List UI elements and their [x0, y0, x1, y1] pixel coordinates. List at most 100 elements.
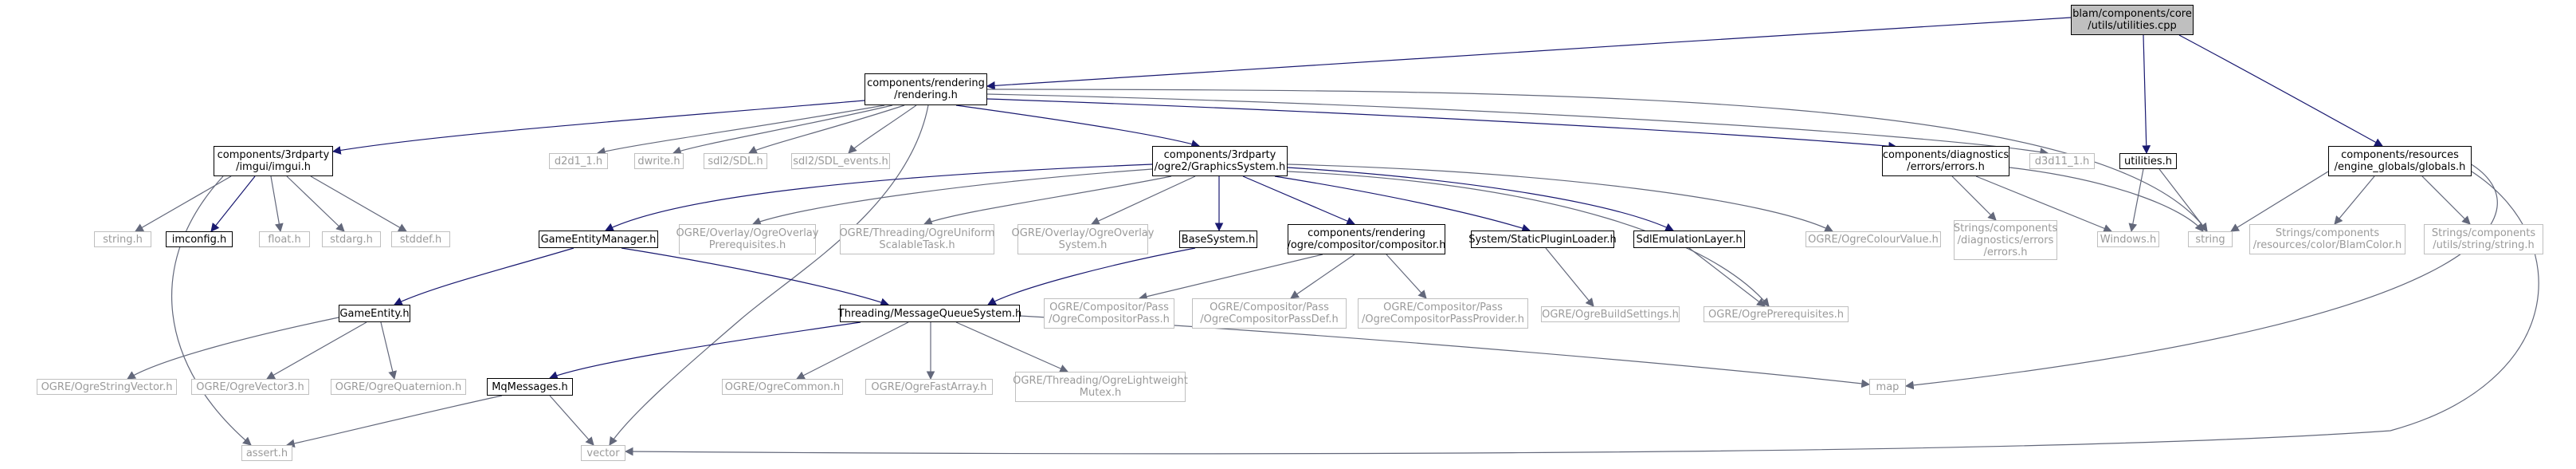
edge-imgui-to-string-h: [135, 175, 232, 232]
edge-graphics-to-overlay-system: [1091, 175, 1196, 225]
node-dwrite-h[interactable]: dwrite.h: [634, 153, 684, 169]
edge-graphics-to-ogre-prerequisites: [1287, 171, 1770, 307]
edge-rendering-to-imgui: [331, 100, 865, 155]
node-utilities-cpp[interactable]: blam/components/core /utils/utilities.cp…: [2071, 5, 2194, 35]
node-static-plugin-loader-h[interactable]: System/StaticPluginLoader.h: [1468, 231, 1617, 248]
edge-mq-messages-to-vector: [549, 395, 594, 446]
edge-game-entity-to-string-vector: [127, 317, 339, 380]
edge-compositor-to-compositor-pass-def: [1290, 254, 1355, 299]
edge-rendering-to-d3d11: [986, 93, 2049, 156]
node-d2d1-1-h[interactable]: d2d1_1.h: [549, 153, 608, 169]
edge-imgui-to-float: [270, 175, 284, 233]
edge-rendering-to-sdl-events: [848, 104, 917, 154]
node-ogre-prerequisites-h[interactable]: OGRE/OgrePrerequisites.h: [1704, 306, 1849, 322]
node-utilities-h[interactable]: utilities.h: [2119, 153, 2177, 169]
edge-message-queue-to-mq-messages: [548, 321, 861, 380]
node-mq-messages-h[interactable]: MqMessages.h: [487, 378, 573, 396]
node-float-h[interactable]: float.h: [259, 231, 310, 247]
edge-base-system-to-message-queue: [987, 247, 1196, 305]
edge-rendering-to-dwrite: [672, 104, 893, 155]
node-game-entity-h[interactable]: GameEntity.h: [339, 305, 410, 322]
edge-imgui-to-assert: [171, 175, 252, 446]
node-compositor-pass-h[interactable]: OGRE/Compositor/Pass /OgreCompositorPass…: [1044, 298, 1174, 329]
edge-utilities-cpp-to-globals: [2178, 34, 2383, 147]
node-quaternion-h[interactable]: OGRE/OgreQuaternion.h: [331, 379, 466, 395]
node-errors-h[interactable]: components/diagnostics /errors/errors.h: [1882, 146, 2009, 176]
edge-globals-to-utils-string: [2421, 175, 2471, 225]
edge-graphics-to-game-entity-manager: [605, 164, 1153, 231]
edge-imgui-to-imconfig: [210, 175, 256, 232]
edge-compositor-to-compositor-pass: [1138, 254, 1323, 301]
edge-message-queue-to-ogre-common: [796, 321, 909, 380]
node-vector3-h[interactable]: OGRE/OgreVector3.h: [191, 379, 309, 395]
node-strings-errors-h[interactable]: Strings/components /diagnostics/errors /…: [1954, 220, 2057, 260]
node-imgui-h[interactable]: components/3rdparty /imgui/imgui.h: [214, 146, 333, 176]
node-lightweight-mutex-h[interactable]: OGRE/Threading/OgreLightweight Mutex.h: [1013, 372, 1188, 402]
node-utils-string-h[interactable]: Strings/components /utils/string/string.…: [2424, 224, 2543, 254]
node-base-system-h[interactable]: BaseSystem.h: [1179, 231, 1257, 248]
edge-globals-to-vector: [624, 171, 2539, 456]
edge-utilities-cpp-to-rendering: [986, 17, 2072, 90]
node-windows-h[interactable]: Windows.h: [2097, 231, 2159, 247]
edge-game-entity-to-vector3: [266, 321, 367, 380]
edge-rendering-to-string: [986, 89, 2208, 232]
node-compositor-pass-def-h[interactable]: OGRE/Compositor/Pass /OgreCompositorPass…: [1192, 298, 1347, 329]
node-ogre-common-h[interactable]: OGRE/OgreCommon.h: [722, 379, 843, 395]
node-map[interactable]: map: [1869, 379, 1906, 395]
node-uniform-scalable-task-h[interactable]: OGRE/Threading/OgreUniform ScalableTask.…: [839, 224, 995, 254]
edge-globals-to-map: [1904, 163, 2498, 390]
edge-rendering-to-errors: [986, 98, 1898, 151]
node-game-entity-manager-h[interactable]: GameEntityManager.h: [539, 231, 658, 248]
edge-compositor-to-compositor-pass-provider: [1386, 254, 1427, 299]
edge-graphics-to-uniform-scalable-task: [923, 175, 1172, 226]
node-sdl-emulation-layer-h[interactable]: SdlEmulationLayer.h: [1633, 231, 1745, 248]
node-string-h[interactable]: string.h: [94, 231, 151, 247]
edge-game-entity-manager-to-message-queue: [621, 247, 890, 307]
node-assert-h[interactable]: assert.h: [241, 445, 292, 461]
node-stdarg-h[interactable]: stdarg.h: [322, 231, 381, 247]
edge-utilities-cpp-to-utilities-h: [2142, 34, 2151, 155]
node-stddef-h[interactable]: stddef.h: [391, 231, 450, 247]
node-imconfig-h[interactable]: imconfig.h: [166, 231, 233, 247]
edge-graphics-to-static-plugin-loader: [1274, 175, 1531, 233]
edge-utilities-h-to-windows: [2128, 168, 2144, 233]
edge-message-queue-to-lightweight-mutex: [955, 321, 1068, 373]
node-compositor-pass-provider-h[interactable]: OGRE/Compositor/Pass /OgreCompositorPass…: [1358, 298, 1528, 329]
edge-graphics-to-colour-value: [1287, 164, 1833, 232]
edge-static-plugin-loader-to-build-settings: [1545, 247, 1594, 307]
node-build-settings-h[interactable]: OGRE/OgreBuildSettings.h: [1541, 306, 1680, 322]
edge-graphics-to-compositor: [1242, 175, 1355, 226]
edge-rendering-to-vector: [609, 104, 929, 446]
edge-utilities-h-to-string: [2158, 168, 2208, 232]
edge-rendering-to-d2d1: [596, 104, 885, 156]
edge-imgui-to-stdarg: [286, 175, 345, 232]
edge-sdl-emulation-layer-to-ogre-prerequisites: [1688, 247, 1766, 307]
node-blam-color-h[interactable]: Strings/components /resources/color/Blam…: [2249, 224, 2405, 254]
node-string[interactable]: string: [2188, 231, 2233, 247]
node-sdl-events-h[interactable]: sdl2/SDL_events.h: [791, 153, 890, 169]
node-vector[interactable]: vector: [581, 445, 625, 461]
node-graphics-system-h[interactable]: components/3rdparty /ogre2/GraphicsSyste…: [1152, 146, 1288, 176]
edge-rendering-to-sdl: [748, 104, 905, 154]
edge-game-entity-to-quaternion: [380, 321, 397, 380]
edge-globals-to-string: [2230, 171, 2329, 232]
edge-graphics-to-overlay-prerequisites: [751, 168, 1153, 226]
node-overlay-system-h[interactable]: OGRE/Overlay/OgreOverlay System.h: [1012, 224, 1154, 254]
edge-graphics-to-sdl-emulation-layer: [1287, 167, 1674, 231]
node-globals-h[interactable]: components/resources /engine_globals/glo…: [2328, 146, 2472, 176]
node-sdl-h[interactable]: sdl2/SDL.h: [704, 153, 767, 169]
node-colour-value-h[interactable]: OGRE/OgreColourValue.h: [1806, 231, 1941, 247]
node-compositor-h[interactable]: components/rendering /ogre/compositor/co…: [1287, 224, 1446, 254]
node-rendering-h[interactable]: components/rendering /rendering.h: [865, 73, 987, 105]
node-overlay-prerequisites-h[interactable]: OGRE/Overlay/OgreOverlay Prerequisites.h: [676, 224, 818, 254]
node-message-queue-system-h[interactable]: Threading/MessageQueueSystem.h: [838, 305, 1021, 322]
edge-globals-to-blam-color: [2334, 175, 2375, 225]
edge-errors-to-strings-errors: [1951, 175, 1997, 221]
node-string-vector-h[interactable]: OGRE/OgreStringVector.h: [37, 379, 177, 395]
edge-mq-messages-to-assert: [285, 395, 503, 448]
node-fast-array-h[interactable]: OGRE/OgreFastArray.h: [865, 379, 993, 395]
edge-imgui-to-stddef: [310, 175, 407, 232]
node-d3d11-1-h[interactable]: d3d11_1.h: [2029, 153, 2095, 169]
dependency-edges: [127, 17, 2539, 456]
